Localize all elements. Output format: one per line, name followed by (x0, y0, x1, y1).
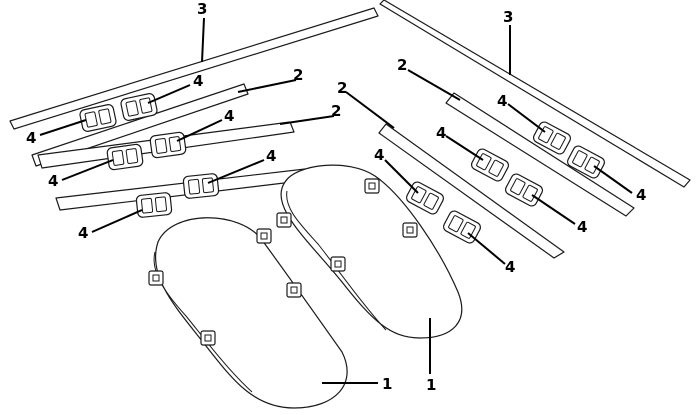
label-2-left-upper: 2 (293, 66, 303, 84)
left-strap-lower (56, 169, 309, 210)
label-3-left: 3 (197, 0, 207, 18)
label-4-h: 4 (636, 186, 646, 204)
label-4-f: 4 (78, 224, 88, 242)
label-2-right-upper: 2 (397, 56, 407, 74)
buckle-right-3 (470, 147, 510, 182)
label-4-j: 4 (577, 218, 587, 236)
label-1-right: 1 (426, 376, 436, 394)
buckle-left-3 (107, 144, 144, 171)
buckle-left-5 (136, 192, 172, 217)
label-4-i: 4 (436, 124, 446, 142)
label-4-a: 4 (193, 72, 203, 90)
label-4-g: 4 (497, 92, 507, 110)
label-2-right-lower: 2 (337, 79, 347, 97)
label-4-l: 4 (505, 258, 515, 276)
buckle-right-4 (504, 172, 544, 207)
label-4-b: 4 (26, 129, 36, 147)
label-1-left: 1 (382, 375, 392, 393)
label-4-d: 4 (48, 172, 58, 190)
label-4-e: 4 (266, 147, 276, 165)
label-4-c: 4 (224, 107, 234, 125)
label-2-left-middle: 2 (331, 102, 341, 120)
buckle-left-4 (150, 132, 187, 159)
label-4-k: 4 (374, 146, 384, 164)
buckle-left-6 (183, 173, 219, 198)
label-3-right: 3 (503, 8, 513, 26)
